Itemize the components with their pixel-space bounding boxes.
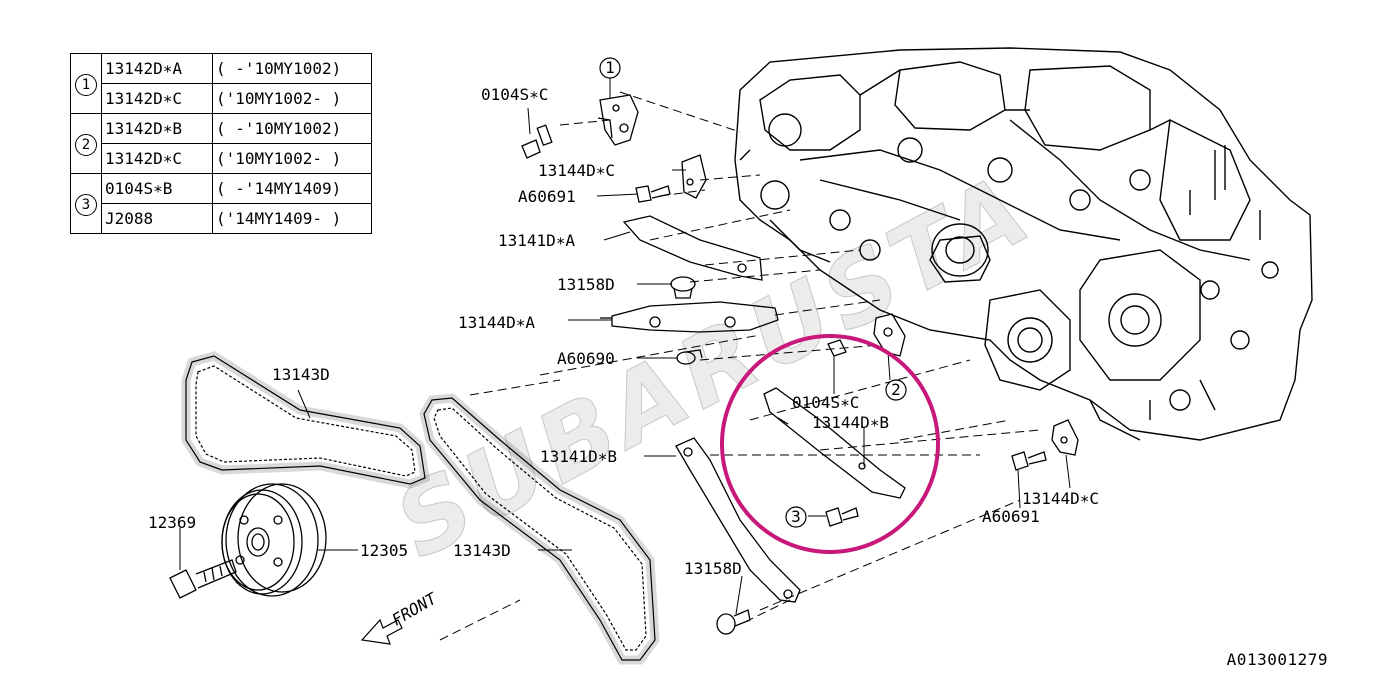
label-13144dc-top: 13144D∗C [538, 161, 615, 180]
table-row: 13142D∗C ('10MY1002- ) [71, 143, 372, 174]
label-a60691-right: A60691 [982, 507, 1040, 526]
timing-chain-lower [419, 393, 660, 665]
applicability-table: 1 13142D∗A ( -'10MY1002) 13142D∗C ('10MY… [70, 53, 372, 234]
table-row: J2088 ('14MY1409- ) [71, 203, 372, 234]
bolt-0104sc-mid [827, 339, 847, 357]
part-number-cell: 13142D∗A [101, 53, 213, 84]
figure-id: A013001279 [1226, 650, 1328, 669]
label-12369: 12369 [148, 513, 196, 532]
row-index-2: 2 [75, 134, 97, 156]
part-number-cell: 13142D∗C [101, 143, 213, 174]
tensioner-bracket-1 [597, 94, 639, 146]
crank-pulley [221, 483, 327, 597]
chain-guide-13144da [600, 301, 779, 333]
callout-3: 3 [785, 506, 807, 528]
label-13143d-bottom: 13143D [453, 541, 511, 560]
chain-guide-13141da [622, 215, 763, 281]
label-13158d-top: 13158D [557, 275, 615, 294]
bolt-13158d-bottom [716, 609, 751, 635]
svg-text:3: 3 [791, 507, 801, 526]
model-range-cell: ( -'14MY1409) [212, 173, 372, 204]
label-13144da: 13144D∗A [458, 313, 535, 332]
row-index-3: 3 [75, 194, 97, 216]
label-12305: 12305 [360, 541, 408, 560]
bolt-13158d-top [670, 276, 696, 299]
label-13141db: 13141D∗B [540, 447, 617, 466]
model-range-cell: ('14MY1409- ) [212, 203, 372, 234]
front-label: FRONT [389, 588, 441, 629]
part-number-cell: J2088 [101, 203, 213, 234]
table-row: 3 0104S∗B ( -'14MY1409) [70, 173, 372, 234]
label-a60691-top: A60691 [518, 187, 576, 206]
svg-text:2: 2 [891, 380, 901, 399]
row-index-1: 1 [75, 74, 97, 96]
row-index-cell: 1 [70, 53, 102, 114]
model-range-cell: ('10MY1002- ) [212, 143, 372, 174]
label-0104sc-mid: 0104S∗C [792, 393, 859, 412]
bolt-a60691-top [635, 185, 671, 203]
bolt-callout-3 [825, 507, 859, 527]
bolt-a60691-right [1011, 451, 1047, 471]
engine-block [734, 47, 1313, 441]
row-index-cell: 3 [70, 173, 102, 234]
part-number-cell: 0104S∗B [101, 173, 213, 204]
model-range-cell: ('10MY1002- ) [212, 83, 372, 114]
front-arrow [360, 618, 403, 645]
label-13144dc-right: 13144D∗C [1022, 489, 1099, 508]
tensioner-near-callout-2 [873, 313, 906, 357]
label-a60690: A60690 [557, 349, 615, 368]
timing-chain-upper [181, 351, 430, 489]
callout-2: 2 [885, 379, 907, 401]
tensioner-13144dc-right [1051, 419, 1079, 456]
svg-text:1: 1 [605, 58, 615, 77]
crank-bolt [169, 559, 237, 599]
tensioner-13144dc-top [681, 154, 707, 199]
highlight-circle [720, 334, 940, 554]
part-number-cell: 13142D∗C [101, 83, 213, 114]
model-range-cell: ( -'10MY1002) [212, 113, 372, 144]
bolt-0104sc-top [521, 124, 553, 159]
label-13144db: 13144D∗B [812, 413, 889, 432]
label-13141da: 13141D∗A [498, 231, 575, 250]
label-0104sc-top: 0104S∗C [481, 85, 548, 104]
model-range-cell: ( -'10MY1002) [212, 53, 372, 84]
label-13143d-top: 13143D [272, 365, 330, 384]
dashed-guide-lines [439, 91, 1041, 641]
part-number-cell: 13142D∗B [101, 113, 213, 144]
leader-lines [179, 78, 1071, 615]
callout-1: 1 [599, 57, 621, 79]
chain-guide-13141db [675, 437, 801, 603]
table-row: 13142D∗C ('10MY1002- ) [71, 83, 372, 114]
table-row: 2 13142D∗B ( -'10MY1002) [70, 113, 372, 174]
label-13158d-bottom: 13158D [684, 559, 742, 578]
row-index-cell: 2 [70, 113, 102, 174]
table-row: 1 13142D∗A ( -'10MY1002) [70, 53, 372, 114]
chain-guide-13144db [763, 387, 906, 499]
